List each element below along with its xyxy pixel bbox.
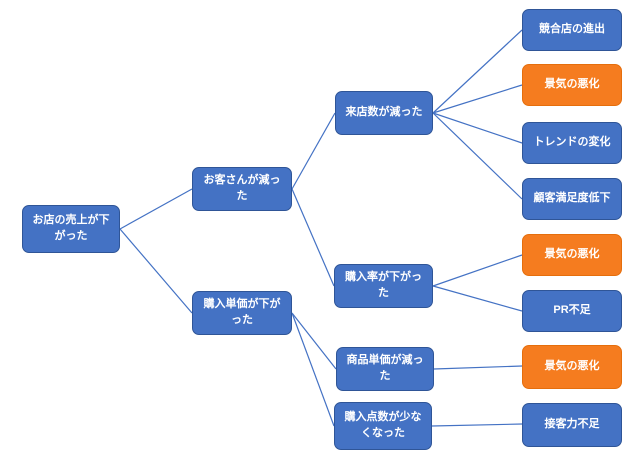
node-label: 顧客満足度低下	[533, 192, 611, 205]
connector	[291, 312, 335, 427]
connector	[432, 112, 523, 144]
node-customer-satisfaction-decline[interactable]: 顧客満足度低下	[522, 178, 622, 220]
node-label: 商品単価が減った	[346, 354, 424, 382]
node-label: 接客力不足	[544, 418, 600, 431]
connector	[119, 228, 193, 314]
node-product-price-decreased[interactable]: 商品単価が減った	[336, 347, 434, 391]
connector	[291, 312, 337, 370]
node-label: 景気の悪化	[544, 360, 600, 373]
node-economic-downturn-2[interactable]: 景気の悪化	[522, 234, 622, 276]
node-label: お客さんが減った	[203, 174, 281, 202]
node-label: お店の売上が下がった	[32, 214, 110, 242]
node-label: 購入点数が少なくなった	[344, 411, 422, 439]
node-service-skill-shortage[interactable]: 接客力不足	[522, 403, 622, 447]
node-customers-decreased[interactable]: お客さんが減った	[192, 167, 292, 211]
connector	[432, 84, 523, 114]
connector	[432, 29, 523, 114]
node-label: 景気の悪化	[544, 78, 600, 91]
node-purchase-rate-dropped[interactable]: 購入率が下がった	[334, 264, 433, 308]
connector	[119, 188, 193, 230]
node-economic-downturn-1[interactable]: 景気の悪化	[522, 64, 622, 106]
connector	[431, 423, 523, 427]
node-trend-change[interactable]: トレンドの変化	[522, 122, 622, 164]
node-competitor-entry[interactable]: 競合店の進出	[522, 9, 622, 51]
connector	[432, 254, 523, 287]
node-label: 競合店の進出	[539, 23, 605, 36]
node-label: 来店数が減った	[345, 106, 423, 119]
connector	[433, 365, 523, 370]
node-unit-price-dropped[interactable]: 購入単価が下がった	[192, 291, 292, 335]
node-items-per-purchase-decreased[interactable]: 購入点数が少なくなった	[334, 402, 432, 450]
node-root[interactable]: お店の売上が下がった	[22, 205, 120, 253]
node-label: 購入率が下がった	[345, 271, 422, 299]
node-label: 購入単価が下がった	[203, 298, 281, 326]
connector	[291, 112, 336, 190]
node-economic-downturn-3[interactable]: 景気の悪化	[522, 345, 622, 389]
connector	[291, 188, 335, 287]
node-store-visits-decreased[interactable]: 来店数が減った	[335, 91, 433, 135]
node-label: PR不足	[553, 304, 591, 317]
connector	[432, 112, 523, 200]
node-label: 景気の悪化	[544, 248, 600, 261]
node-label: トレンドの変化	[533, 136, 611, 149]
node-pr-shortage[interactable]: PR不足	[522, 290, 622, 332]
connector	[432, 285, 523, 312]
